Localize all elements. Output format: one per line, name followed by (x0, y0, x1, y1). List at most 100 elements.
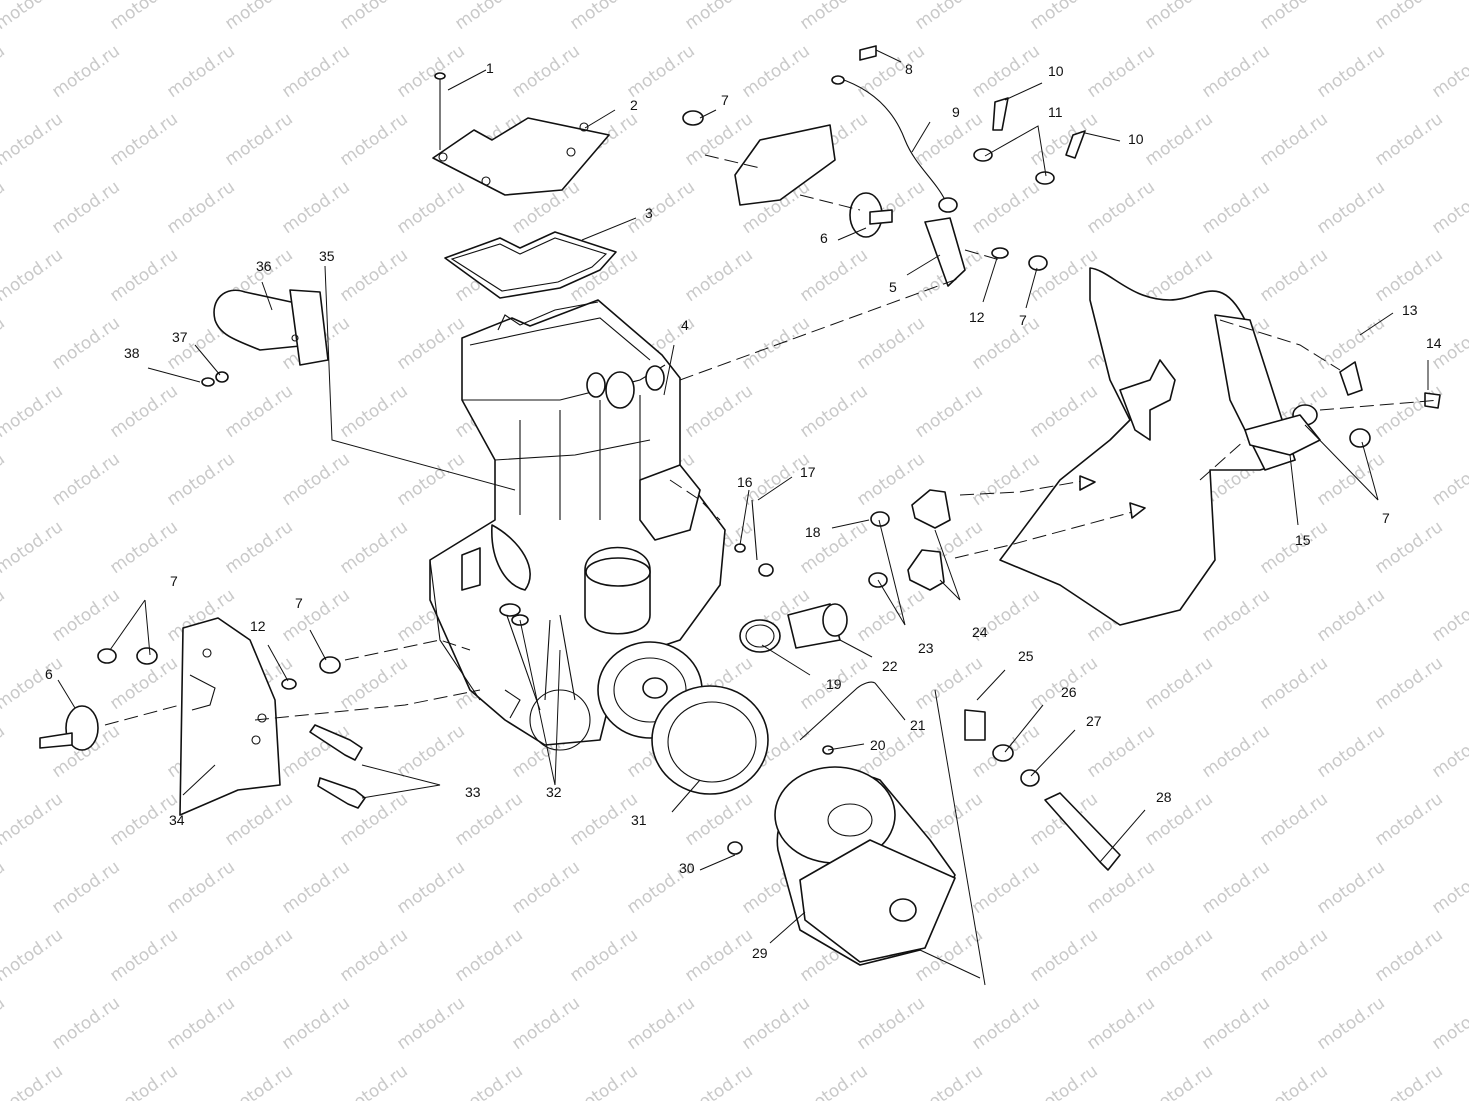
watermark-text: motod.ru (336, 381, 411, 442)
watermark-text: motod.ru (1371, 1061, 1446, 1101)
callout-29: 29 (752, 945, 768, 961)
callout-23: 23 (918, 640, 934, 656)
watermark-text: motod.ru (0, 721, 9, 782)
watermark-text: motod.ru (1198, 721, 1273, 782)
watermark-text: motod.ru (221, 789, 296, 850)
watermark-text: motod.ru (0, 993, 9, 1054)
callout-15: 15 (1295, 532, 1311, 548)
watermark-text: motod.ru (221, 925, 296, 986)
watermark-text: motod.ru (1141, 109, 1216, 170)
watermark-text: motod.ru (1371, 0, 1446, 34)
watermark-text: motod.ru (853, 585, 928, 646)
watermark-text: motod.ru (1313, 585, 1388, 646)
front-bracket-part (179, 617, 281, 816)
callout-7-mid: 7 (1019, 312, 1027, 328)
watermark-text: motod.ru (1198, 177, 1273, 238)
watermark-text: motod.ru (0, 925, 67, 986)
watermark-text: motod.ru (1256, 925, 1331, 986)
watermark-text: motod.ru (1428, 41, 1469, 102)
watermark-text: motod.ru (681, 381, 756, 442)
watermark-text: motod.ru (221, 1061, 296, 1101)
callout-4: 4 (681, 317, 689, 333)
callout-8: 8 (905, 61, 913, 77)
watermark-text: motod.ru (1428, 177, 1469, 238)
watermark-text: motod.ru (1313, 857, 1388, 918)
watermark-text: motod.ru (968, 177, 1043, 238)
watermark-text: motod.ru (1371, 381, 1446, 442)
watermark-text: motod.ru (106, 109, 181, 170)
watermark-text: motod.ru (796, 0, 871, 34)
alignment-dashed-lines (104, 154, 1441, 726)
watermark-text: motod.ru (1083, 993, 1158, 1054)
watermark-text: motod.ru (796, 381, 871, 442)
watermark-text: motod.ru (1198, 857, 1273, 918)
callout-13: 13 (1402, 302, 1418, 318)
watermark-text: motod.ru (738, 313, 813, 374)
watermark-text: motod.ru (1141, 1061, 1216, 1101)
callout-20: 20 (870, 737, 886, 753)
watermark-text: motod.ru (623, 993, 698, 1054)
upper-mount-6-part (849, 192, 893, 238)
crossmember-part (734, 124, 836, 206)
watermark-text: motod.ru (393, 313, 468, 374)
frame-section-part (999, 267, 1296, 626)
watermark-text: motod.ru (1371, 925, 1446, 986)
engine-block-part (429, 299, 726, 751)
watermark-text: motod.ru (48, 449, 123, 510)
callout-38: 38 (124, 345, 140, 361)
watermark-text: motod.ru (1428, 585, 1469, 646)
watermark-text: motod.ru (1198, 585, 1273, 646)
callout-12-left: 12 (250, 618, 266, 634)
callout-24: 24 (972, 624, 988, 640)
watermark-text: motod.ru (1026, 109, 1101, 170)
callout-35: 35 (319, 248, 335, 264)
watermark-text: motod.ru (451, 0, 526, 34)
watermark-text: motod.ru (681, 0, 756, 34)
watermark-text: motod.ru (336, 1061, 411, 1101)
callout-33: 33 (465, 784, 481, 800)
watermark-text: motod.ru (1313, 721, 1388, 782)
watermark-text: motod.ru (1083, 177, 1158, 238)
watermark-text: motod.ru (0, 857, 9, 918)
head-gasket-part (444, 231, 617, 299)
watermark-text: motod.ru (0, 653, 67, 714)
watermark-text: motod.ru (221, 109, 296, 170)
watermark-text: motod.ru (1428, 993, 1469, 1054)
callout-16: 16 (737, 474, 753, 490)
coupler-part (787, 603, 848, 649)
callout-10-right: 10 (1128, 131, 1144, 147)
watermark-text: motod.ru (48, 993, 123, 1054)
watermark-text: motod.ru (393, 449, 468, 510)
watermark-text: motod.ru (1083, 721, 1158, 782)
watermark-text: motod.ru (1198, 993, 1273, 1054)
callout-26: 26 (1061, 684, 1077, 700)
watermark-text: motod.ru (508, 41, 583, 102)
watermark-text: motod.ru (1256, 789, 1331, 850)
watermark-text: motod.ru (1026, 381, 1101, 442)
callout-19: 19 (826, 676, 842, 692)
watermark-text: motod.ru (911, 653, 986, 714)
watermark-text: motod.ru (278, 993, 353, 1054)
watermark-text: motod.ru (566, 0, 641, 34)
callout-5: 5 (889, 279, 897, 295)
watermark-text: motod.ru (393, 993, 468, 1054)
leader-lines (57, 49, 1429, 986)
watermark-text: motod.ru (1428, 857, 1469, 918)
watermark-text: motod.ru (0, 0, 67, 34)
watermark-text: motod.ru (968, 857, 1043, 918)
watermark-text: motod.ru (336, 925, 411, 986)
watermark-text: motod.ru (48, 585, 123, 646)
watermark-text: motod.ru (796, 1061, 871, 1101)
watermark-text: motod.ru (1313, 177, 1388, 238)
callout-7-top: 7 (721, 92, 729, 108)
watermark-text: motod.ru (681, 1061, 756, 1101)
part-callouts: 1 2 3 4 7 8 9 10 11 10 6 5 12 7 36 35 37… (45, 60, 1442, 961)
callout-14: 14 (1426, 335, 1442, 351)
watermark-text: motod.ru (0, 313, 9, 374)
direction-arrows (1079, 475, 1146, 519)
watermark-text: motod.ru (278, 585, 353, 646)
watermark-text: motod.ru (911, 0, 986, 34)
watermark-text: motod.ru (911, 1061, 986, 1101)
watermark-text: motod.ru (1026, 0, 1101, 34)
